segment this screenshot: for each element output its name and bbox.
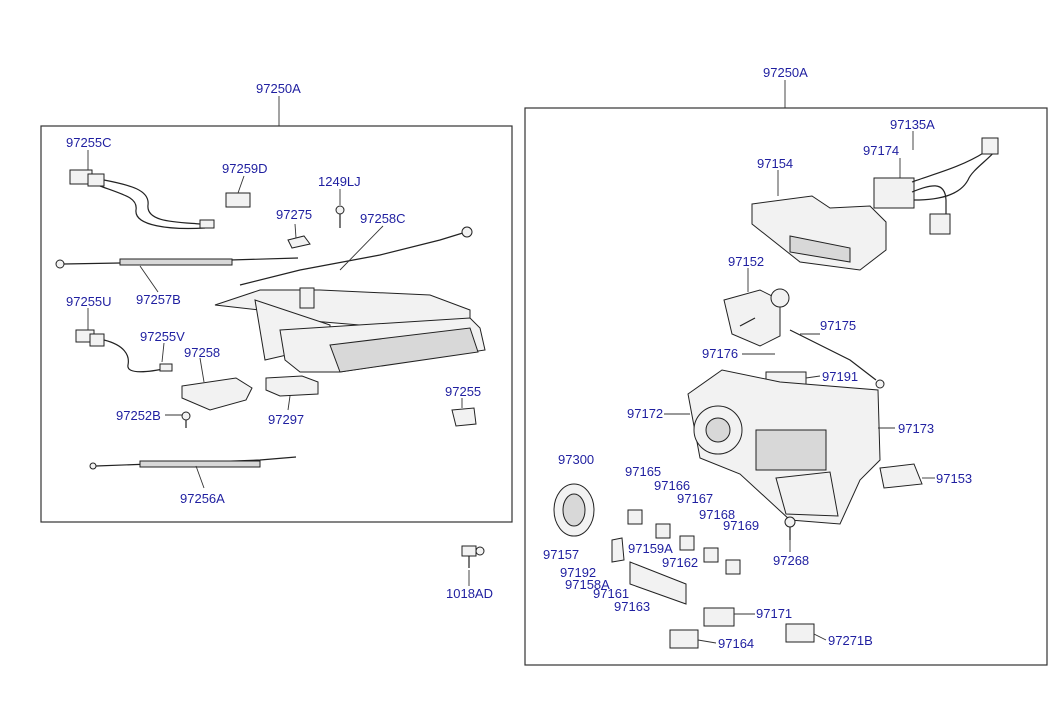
label-97159a: 97159A — [628, 541, 673, 556]
label-97152: 97152 — [728, 254, 764, 269]
label-97166: 97166 — [654, 478, 690, 493]
label-97173: 97173 — [898, 421, 934, 436]
label-97165: 97165 — [625, 464, 661, 479]
label-97255u: 97255U — [66, 294, 112, 309]
label-97164: 97164 — [718, 636, 754, 651]
label-97161: 97161 — [593, 586, 629, 601]
left-assembly-frame — [40, 125, 513, 523]
right-assembly-title: 97250A — [763, 65, 808, 80]
label-97255: 97255 — [445, 384, 481, 399]
right-drawings — [553, 137, 999, 649]
label-97257b: 97257B — [136, 292, 181, 307]
leader-lines — [87, 131, 935, 644]
right-assembly-frame — [524, 107, 1048, 666]
label-97175: 97175 — [820, 318, 856, 333]
label-97174: 97174 — [863, 143, 899, 158]
left-part-labels: 97255C 97259D 1249LJ 97275 97258C 97257B… — [66, 135, 493, 601]
screw-1018ad — [461, 545, 485, 568]
label-97252b: 97252B — [116, 408, 161, 423]
label-1018ad: 1018AD — [446, 586, 493, 601]
label-97268: 97268 — [773, 553, 809, 568]
label-97135a: 97135A — [890, 117, 935, 132]
label-97259d: 97259D — [222, 161, 268, 176]
label-97176: 97176 — [702, 346, 738, 361]
label-97157: 97157 — [543, 547, 579, 562]
label-97191: 97191 — [822, 369, 858, 384]
label-97271b: 97271B — [828, 633, 873, 648]
label-97258: 97258 — [184, 345, 220, 360]
left-drawings — [55, 169, 486, 470]
label-97154: 97154 — [757, 156, 793, 171]
label-97168: 97168 — [699, 507, 735, 522]
label-97258c: 97258C — [360, 211, 406, 226]
label-97153: 97153 — [936, 471, 972, 486]
label-97297: 97297 — [268, 412, 304, 427]
label-97255v: 97255V — [140, 329, 185, 344]
label-1249lj: 1249LJ — [318, 174, 361, 189]
label-97167: 97167 — [677, 491, 713, 506]
label-97171: 97171 — [756, 606, 792, 621]
label-97255c: 97255C — [66, 135, 112, 150]
label-97275: 97275 — [276, 207, 312, 222]
label-97256a: 97256A — [180, 491, 225, 506]
right-part-labels: 97135A 97174 97154 97152 97175 97176 971… — [543, 117, 972, 651]
label-97192: 97192 — [560, 565, 596, 580]
label-97158a: 97158A — [565, 577, 610, 592]
label-97169: 97169 — [723, 518, 759, 533]
left-assembly-title: 97250A — [256, 81, 301, 96]
label-97163: 97163 — [614, 599, 650, 614]
label-97300: 97300 — [558, 452, 594, 467]
label-97172: 97172 — [627, 406, 663, 421]
label-97162: 97162 — [662, 555, 698, 570]
